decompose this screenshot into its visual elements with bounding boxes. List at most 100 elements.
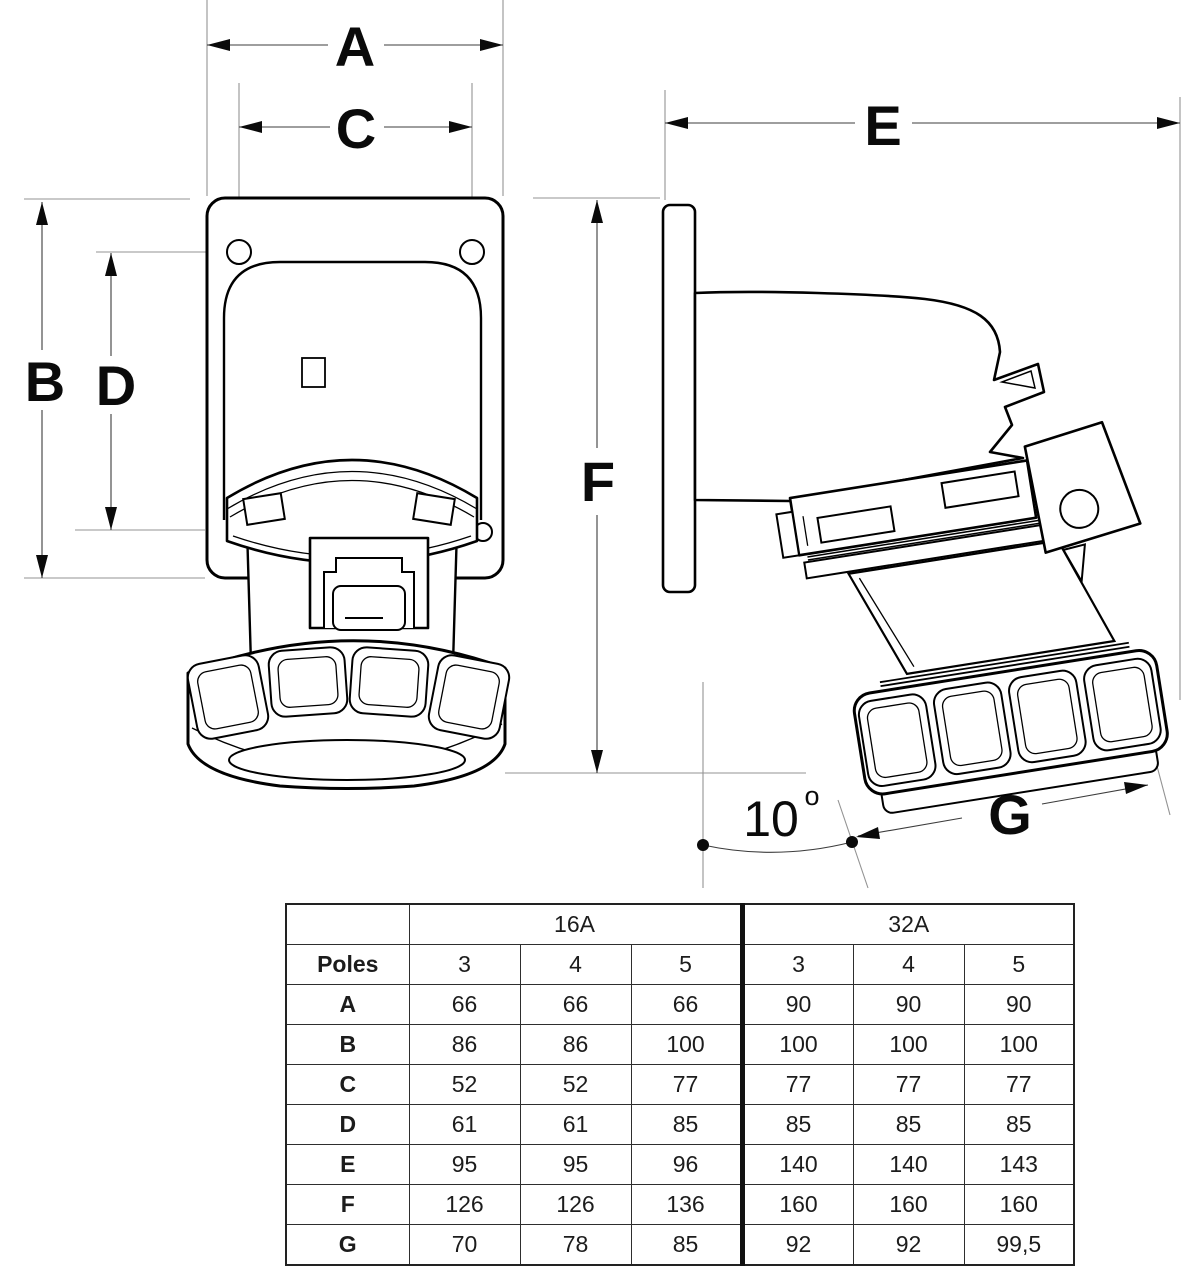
poles-cell: 5 — [963, 943, 1075, 985]
cone-section — [846, 539, 1117, 676]
row-label: B — [285, 1023, 410, 1065]
value-cell: 90 — [741, 983, 854, 1025]
value-cell: 86 — [408, 1023, 521, 1065]
table-row-E: E 95 95 96 140 140 143 — [285, 1144, 1075, 1186]
angle-degree-sign: o — [804, 781, 819, 811]
arrowhead — [36, 555, 48, 578]
latch-wedge — [1061, 543, 1087, 585]
value-cell: 92 — [852, 1224, 965, 1266]
arrowhead — [856, 827, 880, 839]
poles-cell: 3 — [408, 943, 521, 985]
value-cell: 61 — [408, 1104, 521, 1146]
value-cell: 100 — [630, 1023, 745, 1065]
poles-cell: 4 — [519, 943, 632, 985]
value-cell: 100 — [963, 1023, 1075, 1065]
value-cell: 100 — [852, 1023, 965, 1065]
value-cell: 52 — [408, 1063, 521, 1106]
table-row-C: C 52 52 77 77 77 77 — [285, 1063, 1075, 1106]
tilted-socket-assembly — [775, 420, 1169, 814]
arrowhead — [105, 253, 117, 276]
value-cell: 90 — [852, 983, 965, 1025]
value-cell: 77 — [852, 1063, 965, 1106]
row-label: E — [285, 1144, 410, 1186]
value-cell: 86 — [519, 1023, 632, 1065]
row-label: A — [285, 983, 410, 1025]
band1-slot — [816, 505, 896, 544]
side-view: E F G 10 o — [505, 90, 1181, 889]
value-cell: 77 — [741, 1063, 854, 1106]
table-row-B: B 86 86 100 100 100 100 — [285, 1023, 1075, 1065]
collar-slot-left — [242, 492, 286, 526]
value-cell: 160 — [852, 1184, 965, 1226]
socket-face — [222, 260, 483, 520]
connector-dimension-drawing: A C B D — [24, 0, 1181, 889]
value-cell: 85 — [630, 1224, 745, 1266]
table-row-G: G 70 78 85 92 92 99,5 — [285, 1224, 1075, 1266]
angle-arc-dot — [697, 839, 709, 851]
value-cell: 92 — [741, 1224, 854, 1266]
row-label: F — [285, 1184, 410, 1226]
group-header-16a: 16A — [408, 903, 745, 945]
corner-cell — [285, 903, 410, 945]
arrowhead — [36, 202, 48, 225]
dim-label-b: B — [25, 350, 65, 413]
ring-gap-stripe — [879, 641, 1130, 688]
mounting-hole-left — [226, 239, 252, 265]
arrowhead — [207, 39, 230, 51]
value-cell: 99,5 — [963, 1224, 1075, 1266]
extension-lines-side — [505, 90, 1181, 889]
dimension-table: 16A 32A Poles 3 4 5 3 4 5 A 66 66 66 90 … — [285, 903, 1076, 1266]
latch-button — [332, 585, 406, 631]
arrowhead — [591, 200, 603, 223]
dim-label-d: D — [96, 354, 136, 417]
side-body — [693, 290, 1046, 503]
face-window — [301, 357, 326, 388]
dim-label-a: A — [335, 15, 375, 78]
collar-slot-right — [412, 492, 456, 526]
value-cell: 85 — [630, 1104, 745, 1146]
value-cell: 61 — [519, 1104, 632, 1146]
band1-tick — [802, 516, 809, 546]
knurl-panel — [427, 654, 511, 740]
value-cell: 160 — [741, 1184, 854, 1226]
value-cell: 140 — [741, 1144, 854, 1186]
side-latch-plate — [1023, 420, 1142, 554]
angle-arc — [702, 841, 853, 853]
table-row-poles: Poles 3 4 5 3 4 5 — [285, 943, 1075, 985]
release-clip — [999, 369, 1036, 389]
latch-pin-hole — [1059, 488, 1100, 529]
row-label: C — [285, 1063, 410, 1106]
knurl-panel — [186, 654, 270, 740]
table-row-current-groups: 16A 32A — [285, 903, 1075, 945]
poles-cell: 3 — [741, 943, 854, 985]
arrowhead — [665, 117, 688, 129]
front-view: A C B D — [24, 0, 511, 790]
knurl-panel — [267, 646, 349, 718]
band-gap-stripe — [807, 518, 1050, 561]
cone-edge-line — [858, 577, 915, 668]
socket-body-edges — [245, 527, 459, 665]
value-cell: 100 — [741, 1023, 854, 1065]
poles-header: Poles — [285, 943, 410, 985]
value-cell: 126 — [519, 1184, 632, 1226]
value-cell: 66 — [519, 983, 632, 1025]
value-cell: 95 — [519, 1144, 632, 1186]
ring-front-face — [228, 739, 466, 781]
mounting-hole-right — [459, 239, 485, 265]
poles-cell: 5 — [630, 943, 745, 985]
dim-label-f: F — [581, 450, 615, 513]
angle-value: 10 — [743, 791, 799, 847]
arrowhead — [480, 39, 503, 51]
table-row-F: F 126 126 136 160 160 160 — [285, 1184, 1075, 1226]
value-cell: 78 — [519, 1224, 632, 1266]
value-cell: 90 — [963, 983, 1075, 1025]
arrowhead — [449, 121, 472, 133]
band1-ear-left — [775, 510, 801, 559]
arrowhead — [591, 750, 603, 773]
value-cell: 160 — [963, 1184, 1075, 1226]
value-cell: 77 — [630, 1063, 745, 1106]
value-cell: 85 — [741, 1104, 854, 1146]
angle-arc-dot — [846, 836, 858, 848]
value-cell: 140 — [852, 1144, 965, 1186]
